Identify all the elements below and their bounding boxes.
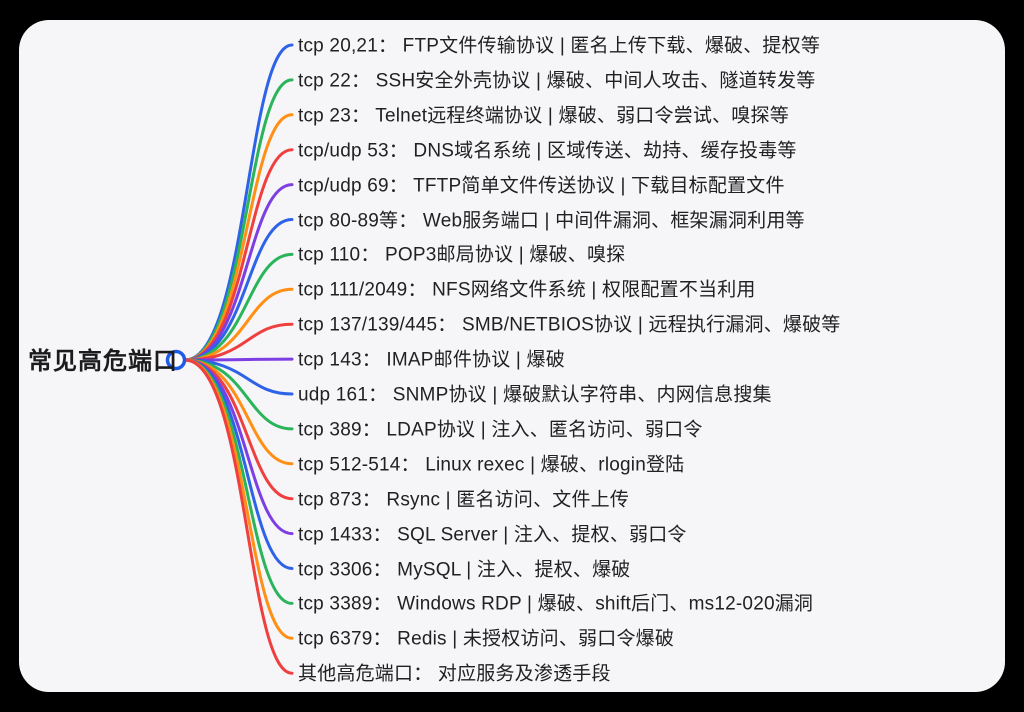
branch-curve bbox=[183, 287, 294, 362]
branch-label[interactable]: tcp 873： Rsync | 匿名访问、文件上传 bbox=[298, 489, 630, 511]
branch-label[interactable]: tcp 137/139/445： SMB/NETBIOS协议 | 远程执行漏洞、… bbox=[298, 314, 841, 336]
mindmap-canvas: 常见高危端口 tcp 20,21： FTP文件传输协议 | 匿名上传下载、爆破、… bbox=[19, 20, 1005, 692]
branch-curve bbox=[183, 358, 294, 536]
branch-curve bbox=[183, 322, 294, 362]
branch-label[interactable]: tcp 20,21： FTP文件传输协议 | 匿名上传下载、爆破、提权等 bbox=[298, 35, 821, 57]
branch-label[interactable]: tcp 22： SSH安全外壳协议 | 爆破、中间人攻击、隧道转发等 bbox=[298, 70, 816, 92]
branch-label[interactable]: tcp 23： Telnet远程终端协议 | 爆破、弱口令尝试、嗅探等 bbox=[298, 105, 789, 127]
branch-curve bbox=[183, 358, 294, 675]
branch-curve bbox=[183, 358, 294, 396]
branch-label[interactable]: tcp 111/2049： NFS网络文件系统 | 权限配置不当利用 bbox=[298, 279, 756, 301]
branch-curve bbox=[183, 252, 294, 362]
branch-label[interactable]: tcp 110： POP3邮局协议 | 爆破、嗅探 bbox=[298, 244, 626, 266]
branch-label[interactable]: tcp 389： LDAP协议 | 注入、匿名访问、弱口令 bbox=[298, 419, 703, 441]
branch-curve bbox=[183, 218, 294, 362]
branch-label[interactable]: tcp 3389： Windows RDP | 爆破、shift后门、ms12-… bbox=[298, 593, 814, 615]
branch-curve bbox=[183, 148, 294, 362]
branch-curve bbox=[183, 43, 294, 362]
branch-curve bbox=[183, 113, 294, 362]
branch-label[interactable]: 其他高危端口： 对应服务及渗透手段 bbox=[298, 663, 611, 685]
branch-curve bbox=[183, 358, 294, 501]
root-node-label[interactable]: 常见高危端口 bbox=[28, 348, 178, 376]
branch-label[interactable]: tcp 512-514： Linux rexec | 爆破、rlogin登陆 bbox=[298, 454, 685, 476]
branch-label[interactable]: tcp 80-89等： Web服务端口 | 中间件漏洞、框架漏洞利用等 bbox=[298, 209, 805, 231]
branch-label[interactable]: tcp 3306： MySQL | 注入、提权、爆破 bbox=[298, 558, 631, 580]
branch-curve bbox=[183, 358, 294, 605]
branch-curve bbox=[183, 358, 294, 431]
branch-curve bbox=[183, 358, 294, 640]
branch-curve bbox=[183, 358, 294, 570]
branch-curve bbox=[183, 357, 294, 362]
branch-curve bbox=[183, 183, 294, 362]
branch-label[interactable]: tcp 6379： Redis | 未授权访问、弱口令爆破 bbox=[298, 628, 675, 650]
branch-curve bbox=[183, 358, 294, 466]
branch-label[interactable]: tcp 1433： SQL Server | 注入、提权、弱口令 bbox=[298, 524, 687, 546]
branch-curves-group bbox=[183, 43, 294, 675]
branch-label[interactable]: udp 161： SNMP协议 | 爆破默认字符串、内网信息搜集 bbox=[298, 384, 772, 406]
branch-label[interactable]: tcp/udp 69： TFTP简单文件传送协议 | 下载目标配置文件 bbox=[298, 175, 785, 197]
branch-label[interactable]: tcp/udp 53： DNS域名系统 | 区域传送、劫持、缓存投毒等 bbox=[298, 140, 797, 162]
branch-label[interactable]: tcp 143： IMAP邮件协议 | 爆破 bbox=[298, 349, 565, 371]
branch-curve bbox=[183, 78, 294, 362]
